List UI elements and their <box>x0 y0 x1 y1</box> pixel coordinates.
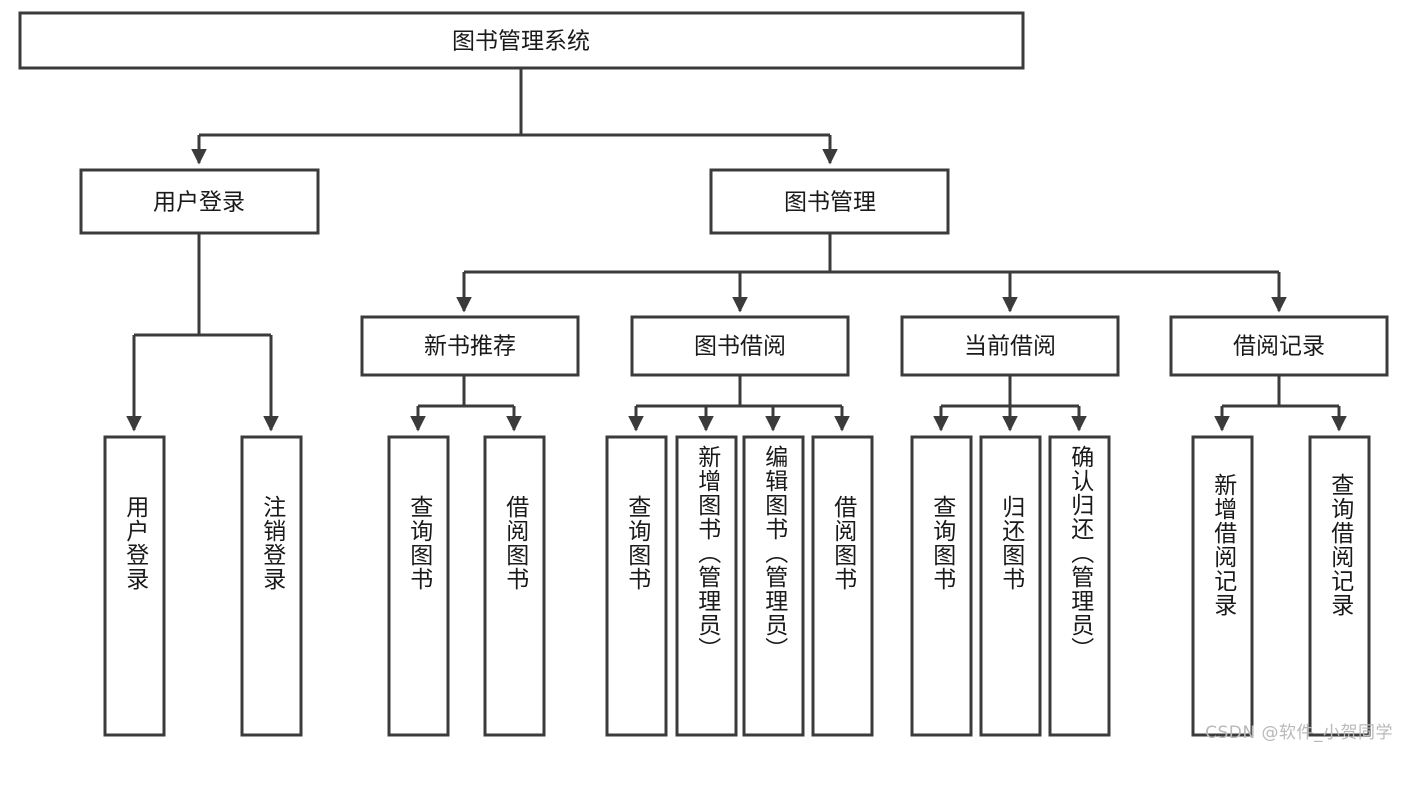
node-book-borrow[interactable]: 图书借阅 <box>630 315 850 377</box>
node-current-borrow[interactable]: 当前借阅 <box>900 315 1120 377</box>
leaf-query-book-2-box[interactable] <box>605 435 668 737</box>
node-borrow-record-box[interactable] <box>1169 315 1389 377</box>
connector-group-book-borrow <box>628 375 850 432</box>
connector-group-root <box>191 68 838 165</box>
leaf-user-login-box[interactable] <box>103 435 166 737</box>
node-root-label: 图书管理系统 <box>452 29 590 55</box>
connector-group-user-login <box>126 233 279 432</box>
leaf-confirm-return-box[interactable] <box>1048 435 1111 737</box>
connector-group-book-management <box>456 233 1287 313</box>
node-user-login[interactable]: 用户登录 <box>79 168 320 235</box>
leaf-boxes <box>103 435 1371 737</box>
leaf-add-record-box[interactable] <box>1191 435 1254 737</box>
node-new-book-recommend-box[interactable] <box>360 315 580 377</box>
leaf-query-record-box[interactable] <box>1308 435 1371 737</box>
node-book-management-box[interactable] <box>709 168 950 235</box>
diagram-root: 图书管理系统 用户登录 图书管理 新书推荐 图书借阅 当前借阅 借阅记录 <box>18 11 1393 743</box>
node-new-book-recommend[interactable]: 新书推荐 <box>360 315 580 377</box>
leaf-user-logout-box[interactable] <box>240 435 303 737</box>
node-user-login-box[interactable] <box>79 168 320 235</box>
node-borrow-record[interactable]: 借阅记录 <box>1169 315 1389 377</box>
leaf-borrow-book-2-box[interactable] <box>811 435 874 737</box>
node-book-management-label: 图书管理 <box>784 190 876 216</box>
watermark-text: CSDN @软件_小贺同学 <box>1205 723 1393 743</box>
node-current-borrow-label: 当前借阅 <box>964 334 1056 360</box>
leaf-edit-book-box[interactable] <box>742 435 805 737</box>
node-root-box[interactable] <box>18 11 1025 70</box>
connector-group-borrow-record <box>1214 375 1347 432</box>
leaf-borrow-book-1-box[interactable] <box>483 435 546 737</box>
node-current-borrow-box[interactable] <box>900 315 1120 377</box>
node-new-book-recommend-label: 新书推荐 <box>424 334 516 360</box>
tree-diagram-canvas: 图书管理系统 用户登录 图书管理 新书推荐 图书借阅 当前借阅 借阅记录 <box>18 11 1389 737</box>
connector-group-new-book-recommend <box>410 375 522 432</box>
node-user-login-label: 用户登录 <box>153 190 245 216</box>
leaf-query-book-3-box[interactable] <box>910 435 973 737</box>
node-book-management[interactable]: 图书管理 <box>709 168 950 235</box>
leaf-return-book-box[interactable] <box>979 435 1042 737</box>
leaf-add-book-box[interactable] <box>675 435 738 737</box>
node-book-borrow-box[interactable] <box>630 315 850 377</box>
leaf-query-book-1-box[interactable] <box>387 435 450 737</box>
node-book-borrow-label: 图书借阅 <box>694 334 786 360</box>
node-borrow-record-label: 借阅记录 <box>1233 334 1325 360</box>
node-root[interactable]: 图书管理系统 <box>18 11 1025 70</box>
connector-group-current-borrow <box>933 375 1087 432</box>
